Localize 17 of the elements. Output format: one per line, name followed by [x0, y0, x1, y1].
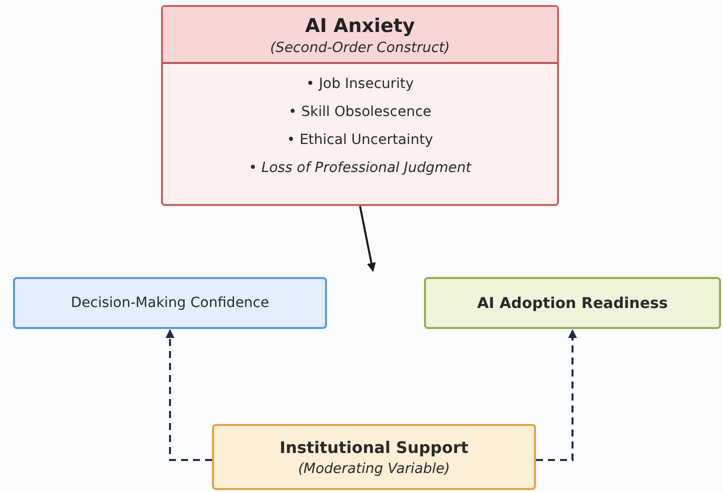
node-title: AI Adoption Readiness — [477, 294, 668, 312]
variable-box — [424, 277, 721, 329]
variable-box — [13, 277, 327, 329]
list-item: • Loss of Professional Judgment — [248, 159, 472, 178]
node-subtitle: (Moderating Variable) — [298, 460, 450, 476]
dashed-arrow — [166, 329, 212, 461]
list-item: • Skill Obsolescence — [288, 103, 432, 122]
node-subtitle: (Second-Order Construct) — [270, 40, 450, 56]
node-title: Institutional Support — [280, 438, 468, 456]
node-title: AI Anxiety — [305, 15, 415, 37]
variable-box — [212, 424, 536, 490]
arrow — [359, 206, 376, 272]
dashed-arrow — [536, 329, 577, 461]
list-item: • Ethical Uncertainty — [286, 131, 434, 150]
node-title: Decision-Making Confidence — [70, 295, 270, 311]
construct-box — [161, 5, 559, 206]
list-item: • Job Insecurity — [306, 75, 414, 94]
